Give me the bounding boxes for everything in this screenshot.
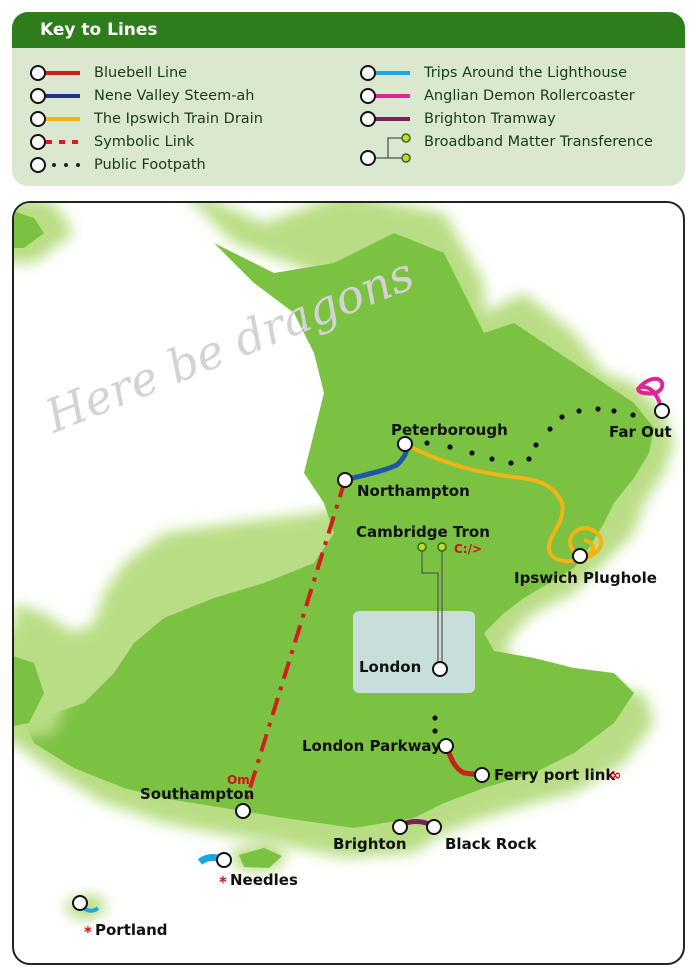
lighthouse-line-swatch	[360, 65, 410, 81]
key-item-symbolic: Symbolic Link	[28, 132, 194, 152]
rollercoaster-line-swatch	[360, 88, 410, 104]
key-item-rollercoaster: Anglian Demon Rollercoaster	[358, 86, 635, 106]
label-london-parkway: London Parkway	[302, 737, 441, 755]
key-label: Broadband Matter Transference	[424, 134, 653, 150]
label-ipswich-plughole: Ipswich Plughole	[514, 569, 657, 587]
station-southampton[interactable]	[235, 803, 251, 819]
label-brighton: Brighton	[333, 835, 407, 853]
key-item-tramway: Brighton Tramway	[358, 109, 556, 129]
key-label: Nene Valley Steem-ah	[94, 88, 255, 104]
station-needles[interactable]	[216, 852, 232, 868]
map-canvas: Here be dragons	[14, 203, 674, 941]
key-item-bluebell: Bluebell Line	[28, 63, 187, 83]
key-item-footpath: Public Footpath	[28, 155, 206, 175]
footpath-swatch	[30, 157, 80, 173]
key-label: Public Footpath	[94, 157, 206, 173]
station-ipswich-plughole[interactable]	[572, 548, 588, 564]
key-label: Anglian Demon Rollercoaster	[424, 88, 635, 104]
london-zone	[353, 611, 475, 693]
nene-line-swatch	[30, 88, 80, 104]
label-black-rock: Black Rock	[445, 835, 538, 853]
needles-star: *	[219, 873, 227, 891]
label-needles: Needles	[230, 871, 298, 889]
label-portland: Portland	[95, 921, 168, 939]
label-cambridge-tron: Cambridge Tron	[356, 523, 490, 541]
label-far-out: Far Out	[609, 423, 672, 441]
station-far-out[interactable]	[654, 403, 670, 419]
ipswich-line-swatch	[30, 111, 80, 127]
label-ferry-port-link: Ferry port link	[494, 766, 616, 784]
key-label: Symbolic Link	[94, 134, 195, 150]
key-item-nene: Nene Valley Steem-ah	[28, 86, 255, 106]
station-markers	[72, 403, 670, 911]
station-peterborough[interactable]	[397, 436, 413, 452]
station-northampton[interactable]	[337, 472, 353, 488]
key-item-lighthouse: Trips Around the Lighthouse	[358, 63, 627, 83]
ferry-infinity-symbol: ∞	[609, 766, 622, 784]
anglian-demon-rollercoaster-line	[636, 376, 665, 412]
station-brighton[interactable]	[392, 819, 408, 835]
portland-star: *	[84, 923, 92, 941]
key-item-broadband: Broadband Matter Transference	[358, 132, 653, 166]
station-london[interactable]	[432, 661, 448, 677]
public-footpath-dots	[424, 406, 636, 734]
station-black-rock[interactable]	[426, 819, 442, 835]
landmass	[14, 203, 674, 921]
label-southampton: Southampton	[140, 785, 254, 803]
bluebell-line-swatch	[30, 65, 80, 81]
station-portland[interactable]	[72, 895, 88, 911]
station-london-parkway[interactable]	[438, 738, 454, 754]
tramway-line-swatch	[360, 111, 410, 127]
key-label: Bluebell Line	[94, 65, 188, 81]
key-title: Key to Lines	[12, 12, 685, 48]
key-label: Brighton Tramway	[424, 111, 556, 127]
key-label: The Ipswich Train Drain	[94, 111, 263, 127]
symbolic-link-swatch	[30, 134, 80, 150]
key-item-ipswich: The Ipswich Train Drain	[28, 109, 263, 129]
broadband-line-swatch	[360, 133, 411, 166]
broadband-matter-transference-line	[417, 542, 447, 668]
label-northampton: Northampton	[357, 482, 470, 500]
label-london: London	[359, 658, 421, 676]
station-ferry-port-link[interactable]	[474, 767, 490, 783]
southampton-code-note: Om	[227, 773, 250, 787]
label-peterborough: Peterborough	[391, 421, 508, 439]
key-panel: Key to Lines Bluebell Line Nene Valley S…	[12, 12, 685, 186]
cambridge-code-note: C:/>	[454, 542, 482, 556]
map-panel: Here be dragons	[12, 201, 685, 965]
key-label: Trips Around the Lighthouse	[424, 65, 628, 81]
